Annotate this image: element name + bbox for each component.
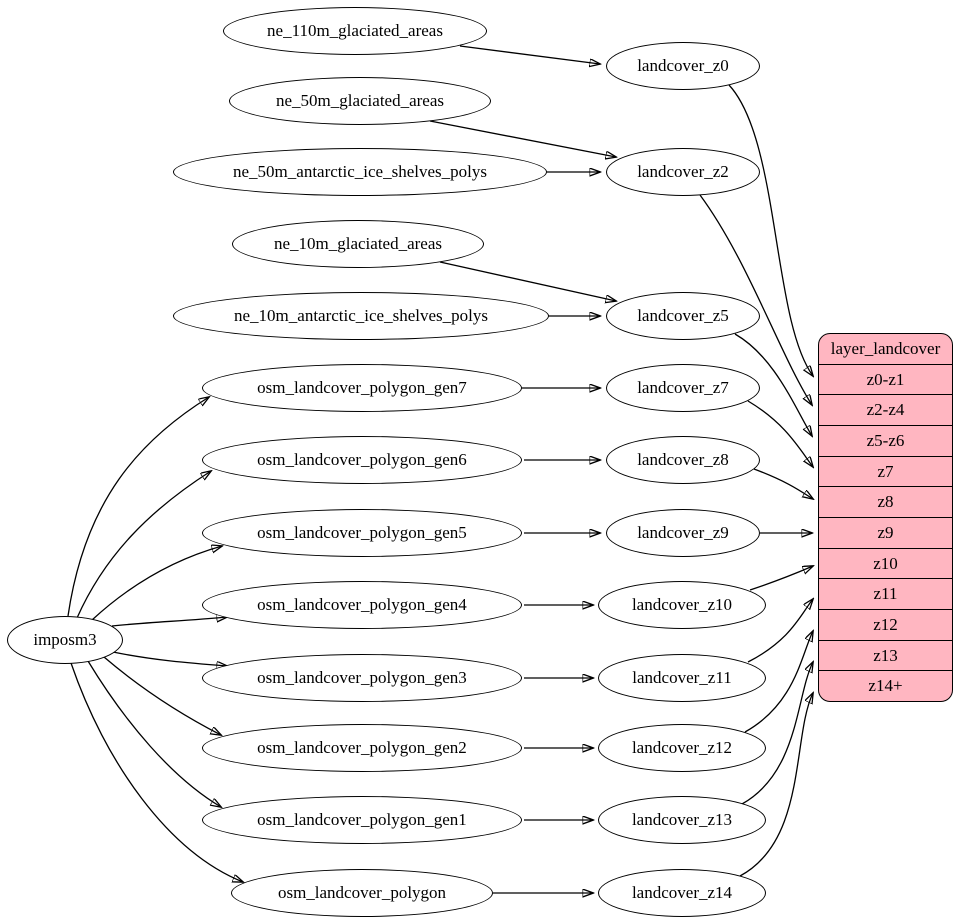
node-osm-landcover-polygon-gen6: osm_landcover_polygon_gen6 xyxy=(202,436,522,484)
node-landcover-z11: landcover_z11 xyxy=(598,654,766,702)
node-ne-50m-glaciated-areas: ne_50m_glaciated_areas xyxy=(229,77,491,125)
record-row-label: z2-z4 xyxy=(866,400,905,420)
node-label: landcover_z7 xyxy=(637,378,729,397)
node-osm-landcover-polygon-gen1: osm_landcover_polygon_gen1 xyxy=(202,796,522,844)
node-osm-landcover-polygon-gen7: osm_landcover_polygon_gen7 xyxy=(202,364,522,412)
node-label: landcover_z8 xyxy=(637,450,729,469)
node-label: osm_landcover_polygon_gen5 xyxy=(257,523,467,542)
record-row-label: z13 xyxy=(873,645,898,665)
node-ne-110m-glaciated-areas: ne_110m_glaciated_areas xyxy=(223,7,487,55)
record-row-label: z12 xyxy=(873,614,898,634)
edge-z0-to-row-z0-z1 xyxy=(728,84,813,376)
edge-imposm3-to-gen6 xyxy=(76,471,211,619)
node-ne-10m-glaciated-areas: ne_10m_glaciated_areas xyxy=(232,220,484,268)
record-row-label: z14+ xyxy=(868,676,903,696)
record-row-z0-z1: z0-z1 xyxy=(819,363,952,395)
record-row-label: z7 xyxy=(877,461,894,481)
node-label: osm_landcover_polygon xyxy=(277,883,447,902)
node-landcover-z8: landcover_z8 xyxy=(606,436,760,484)
record-row-z2-z4: z2-z4 xyxy=(819,394,952,425)
record-row-label: z10 xyxy=(873,553,898,573)
edge-ne10m-glaciated-to-z5 xyxy=(439,261,616,301)
edge-z8-to-row-z8 xyxy=(753,468,813,499)
node-label: landcover_z0 xyxy=(637,56,729,75)
node-landcover-z13: landcover_z13 xyxy=(598,796,766,844)
edge-z7-to-row-z7 xyxy=(747,400,813,467)
record-row-z8: z8 xyxy=(819,486,952,517)
node-ne-10m-antarctic-ice-shelves-polys: ne_10m_antarctic_ice_shelves_polys xyxy=(173,292,549,340)
record-row-z9: z9 xyxy=(819,517,952,548)
record-row-z14plus: z14+ xyxy=(819,670,952,701)
record-row-label: z8 xyxy=(877,492,894,512)
node-label: ne_50m_antarctic_ice_shelves_polys xyxy=(233,162,487,181)
node-label: ne_110m_glaciated_areas xyxy=(267,21,443,40)
node-label: landcover_z13 xyxy=(631,810,733,829)
record-row-label: z0-z1 xyxy=(866,369,905,389)
record-row-z10: z10 xyxy=(819,547,952,579)
edge-imposm3-to-gen7 xyxy=(67,397,209,617)
node-landcover-z14: landcover_z14 xyxy=(598,869,766,917)
record-row-z7: z7 xyxy=(819,455,952,487)
edge-z14-to-row-z14plus xyxy=(739,693,813,877)
edge-z5-to-row-z5-z6 xyxy=(734,333,812,436)
node-osm-landcover-polygon-gen5: osm_landcover_polygon_gen5 xyxy=(202,509,522,557)
edge-imposm3-to-gen1 xyxy=(87,660,221,807)
edge-imposm3-to-gen5 xyxy=(91,546,222,621)
edge-imposm3-to-gen3 xyxy=(112,651,227,666)
edge-z2-to-row-z2-z4 xyxy=(699,194,812,405)
node-label: landcover_z11 xyxy=(632,668,732,687)
edge-ne110m-glaciated-to-z0 xyxy=(459,45,600,64)
node-label: landcover_z5 xyxy=(637,306,729,325)
node-label: landcover_z14 xyxy=(631,883,733,902)
node-osm-landcover-polygon: osm_landcover_polygon xyxy=(231,869,493,917)
record-row-label: z5-z6 xyxy=(866,430,905,450)
node-label: ne_10m_antarctic_ice_shelves_polys xyxy=(234,306,488,325)
node-label: ne_10m_glaciated_areas xyxy=(273,234,443,253)
edge-imposm3-to-gen4 xyxy=(111,617,227,627)
node-label: landcover_z10 xyxy=(631,595,733,614)
node-label: osm_landcover_polygon_gen6 xyxy=(257,450,467,469)
record-title: layer_landcover xyxy=(830,338,941,358)
record-layer-landcover: layer_landcover z0-z1 z2-z4 z5-z6 z7 z8 … xyxy=(818,333,953,702)
node-imposm3-label: imposm3 xyxy=(33,630,97,649)
node-label: osm_landcover_polygon_gen4 xyxy=(257,595,467,614)
node-landcover-z5: landcover_z5 xyxy=(606,292,760,340)
record-row-label: z9 xyxy=(877,522,894,542)
node-label: osm_landcover_polygon_gen1 xyxy=(257,810,467,829)
node-landcover-z9: landcover_z9 xyxy=(606,509,760,557)
node-label: ne_50m_glaciated_areas xyxy=(275,91,445,110)
edge-imposm3-to-gen2 xyxy=(103,656,221,735)
record-row-z11: z11 xyxy=(819,578,952,609)
node-ne-50m-antarctic-ice-shelves-polys: ne_50m_antarctic_ice_shelves_polys xyxy=(173,148,547,196)
node-label: landcover_z12 xyxy=(631,738,733,757)
node-landcover-z7: landcover_z7 xyxy=(606,364,760,412)
node-label: osm_landcover_polygon_gen2 xyxy=(257,738,467,757)
edge-z11-to-row-z11 xyxy=(747,599,813,663)
node-landcover-z12: landcover_z12 xyxy=(598,724,766,772)
node-osm-landcover-polygon-gen4: osm_landcover_polygon_gen4 xyxy=(202,581,522,629)
edge-z12-to-row-z12 xyxy=(744,631,813,733)
node-label: osm_landcover_polygon_gen3 xyxy=(257,668,467,687)
node-osm-landcover-polygon-gen3: osm_landcover_polygon_gen3 xyxy=(202,654,522,702)
edge-z13-to-row-z13 xyxy=(741,662,813,805)
record-row-z5-z6: z5-z6 xyxy=(819,425,952,456)
node-landcover-z10: landcover_z10 xyxy=(598,581,766,629)
node-label: landcover_z2 xyxy=(637,162,729,181)
edge-z10-to-row-z10 xyxy=(749,566,813,591)
node-osm-landcover-polygon-gen2: osm_landcover_polygon_gen2 xyxy=(202,724,522,772)
record-header: layer_landcover xyxy=(819,334,952,364)
node-landcover-z2: landcover_z2 xyxy=(606,148,760,196)
edge-ne50m-glaciated-to-z2 xyxy=(429,120,616,157)
node-imposm3: imposm3 xyxy=(7,616,123,664)
record-row-label: z11 xyxy=(873,584,898,604)
record-row-z13: z13 xyxy=(819,639,952,671)
node-label: osm_landcover_polygon_gen7 xyxy=(257,378,467,397)
node-landcover-z0: landcover_z0 xyxy=(606,42,760,90)
record-row-z12: z12 xyxy=(819,609,952,640)
edge-imposm3-to-polygon xyxy=(70,662,243,882)
node-label: landcover_z9 xyxy=(637,523,729,542)
